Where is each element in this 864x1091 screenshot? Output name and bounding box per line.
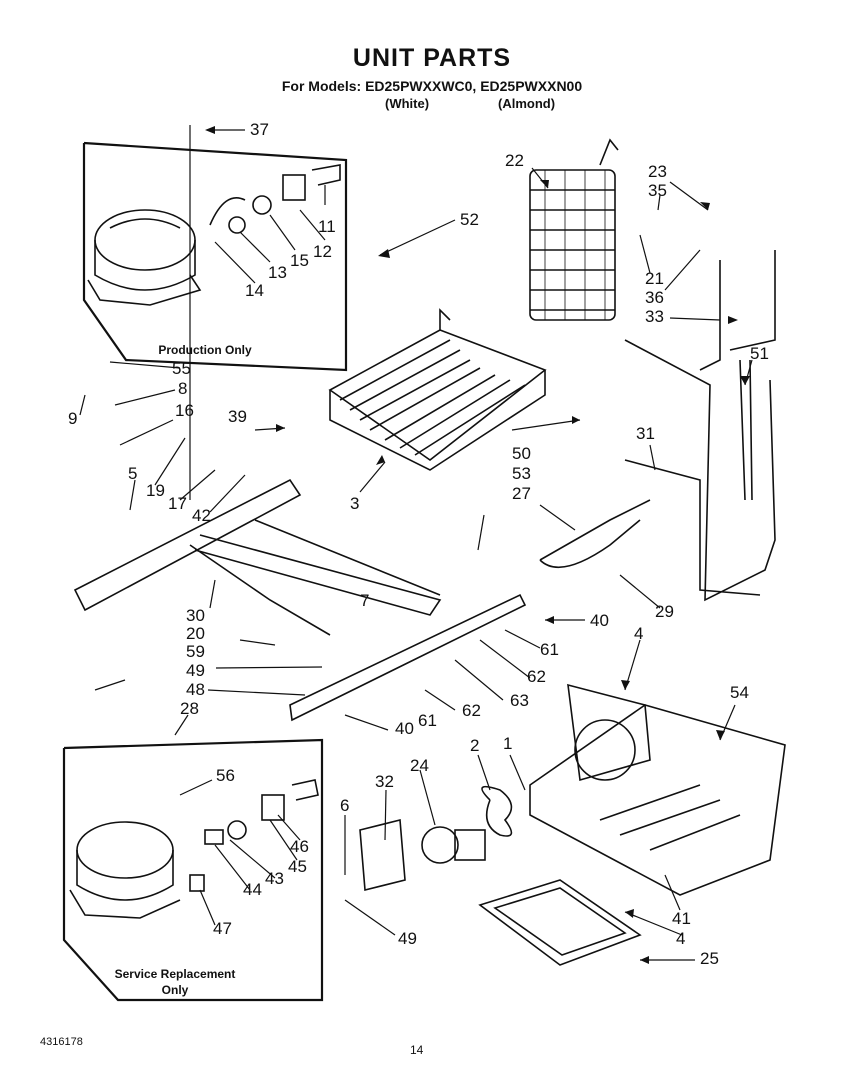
callout-14: 14: [245, 281, 264, 300]
service-compressor-icon: [69, 821, 181, 919]
models-line: For Models: ED25PWXXWC0, ED25PWXXN00: [281, 78, 583, 94]
callout-21: 21: [645, 269, 664, 288]
callout-24: 24: [410, 756, 429, 775]
callout-28: 28: [180, 699, 199, 718]
callout-25: 25: [700, 949, 719, 968]
callout-32: 32: [375, 772, 394, 791]
callout-55: 55: [172, 359, 191, 378]
evaporator-icon: [328, 308, 547, 471]
service-relay-icon: [227, 820, 247, 840]
fan-motor-icon: [359, 818, 486, 892]
callout-61-b: 61: [418, 711, 437, 730]
callout-63: 63: [510, 691, 529, 710]
clip-icon: [311, 164, 341, 186]
callout-39: 39: [228, 407, 247, 426]
dryer-icon: [539, 499, 651, 568]
callout-4-a: 4: [634, 624, 644, 643]
page-number: 14: [410, 1043, 424, 1057]
callout-48: 48: [186, 680, 205, 699]
callout-42: 42: [192, 506, 211, 525]
callout-40-a: 40: [590, 611, 609, 630]
callout-35: 35: [648, 181, 667, 200]
callout-11: 11: [318, 217, 336, 236]
callout-3: 3: [350, 494, 360, 513]
service-replacement-label: Service Replacement: [114, 967, 236, 981]
callout-8: 8: [178, 379, 188, 398]
callout-17: 17: [168, 494, 187, 513]
callout-46: 46: [290, 837, 309, 856]
callout-12: 12: [313, 242, 332, 261]
callout-20: 20: [186, 624, 205, 643]
callout-13: 13: [268, 263, 287, 282]
callout-6: 6: [340, 796, 350, 815]
callout-59: 59: [186, 642, 205, 661]
callout-53: 53: [512, 464, 531, 483]
callout-36: 36: [645, 288, 664, 307]
callout-41: 41: [672, 909, 691, 928]
relay-icon: [228, 216, 246, 234]
production-only-label: Production Only: [158, 343, 252, 357]
callout-49-b: 49: [398, 929, 417, 948]
callout-22: 22: [505, 151, 524, 170]
callout-62-a: 62: [527, 667, 546, 686]
callout-61-a: 61: [540, 640, 559, 659]
callout-40-b: 40: [395, 719, 414, 738]
callout-52: 52: [460, 210, 479, 229]
drain-pan-icon: [478, 879, 642, 966]
callout-37: 37: [250, 120, 269, 139]
callout-16: 16: [175, 401, 194, 420]
fan-blade-icon: [481, 785, 513, 837]
condenser-icon: [529, 138, 619, 321]
overload-icon: [252, 195, 272, 215]
callout-33: 33: [645, 307, 664, 326]
bracket-icon: [282, 174, 306, 201]
callout-23: 23: [648, 162, 667, 181]
callout-44: 44: [243, 880, 262, 899]
callout-4-b: 4: [676, 929, 686, 948]
callout-50: 50: [512, 444, 531, 463]
frame-rails: [73, 478, 442, 636]
callout-2: 2: [470, 736, 480, 755]
callout-27: 27: [512, 484, 531, 503]
part-number: 4316178: [40, 1036, 83, 1048]
production-box: [82, 141, 348, 372]
callout-54: 54: [730, 683, 749, 702]
model-white-label: (White): [385, 96, 430, 111]
condenser-tube: [624, 339, 776, 602]
service-clip-icon: [291, 779, 319, 801]
callout-29: 29: [655, 602, 674, 621]
compressor-icon: [87, 209, 202, 306]
page-title: UNIT PARTS: [352, 44, 512, 72]
callout-45: 45: [288, 857, 307, 876]
callout-5: 5: [128, 464, 138, 483]
callout-9: 9: [68, 409, 78, 428]
callout-56: 56: [216, 766, 235, 785]
callout-62-b: 62: [462, 701, 481, 720]
drier-tube: [739, 359, 753, 501]
callout-19: 19: [146, 481, 165, 500]
cross-rail: [289, 593, 527, 722]
callout-31: 31: [636, 424, 655, 443]
callout-43: 43: [265, 869, 284, 888]
service-box: [62, 738, 324, 1002]
callout-30: 30: [186, 606, 205, 625]
callout-1: 1: [503, 734, 513, 753]
callout-15: 15: [290, 251, 309, 270]
callout-7: 7: [360, 591, 370, 610]
callout-47: 47: [213, 919, 232, 938]
callout-49-a: 49: [186, 661, 205, 680]
callout-51: 51: [750, 344, 769, 363]
service-bracket-icon: [261, 794, 285, 821]
model-almond-label: (Almond): [498, 96, 556, 111]
service-only-label: Only: [161, 983, 189, 997]
base-plate-icon: [529, 683, 786, 896]
